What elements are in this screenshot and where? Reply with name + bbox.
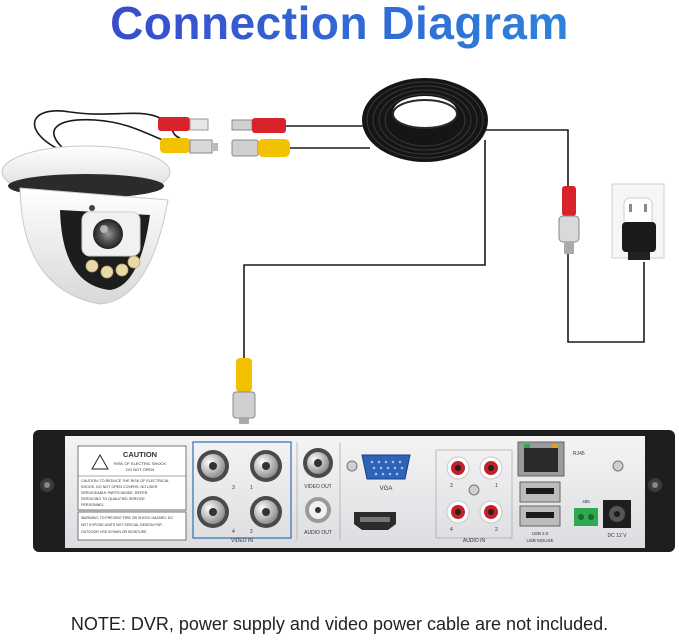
camera-pigtail-wire [33,110,181,151]
audio-in-ports [446,456,503,524]
dvr-labels: CAUTION RISK OF ELECTRIC SHOCK DO NOT OP… [81,450,627,544]
bnc-port-3 [197,450,229,482]
dc-power-port [603,500,631,528]
bnc-port-4 [197,496,229,528]
vga-port [361,454,411,480]
usb-mouse-label: USB MOUSE [526,538,553,543]
audio-in-2 [479,500,503,524]
caution-line-2: SHOCK, DO NOT OPEN COVERS. NO USER [81,485,158,489]
rj45-port [517,441,565,477]
caution-line-1: CAUTION: TO REDUCE THE RISK OF ELECTRICA… [81,479,169,483]
dc-label: DC 12 V [608,533,628,539]
wall-outlet-icon [611,183,665,260]
wiring [33,110,645,360]
ch-label-1: 1 [250,485,253,491]
audio-in-label: AUDIO IN [463,538,486,544]
rs485-terminal [574,508,598,526]
audio-ch-label-3: 3 [450,483,453,489]
audio-in-3 [446,456,470,480]
caution-subtitle-1: RISK OF ELECTRIC SHOCK [114,461,167,466]
caution-subtitle-2: DO NOT OPEN [126,467,154,472]
video-cable-to-dvr [243,140,486,360]
hdmi-port [354,512,396,530]
power-cable-to-adapter [567,240,645,343]
extension-power-connector [231,118,286,133]
usb-ports [519,481,561,527]
power-plug-connector [558,186,580,254]
dvr-back-panel [33,430,675,552]
warning-line-3: OUTDOOR USE IN RAIN OR MOISTURE [81,530,147,534]
caution-title: CAUTION [123,450,157,459]
warning-line-2: NOT EXPOSE UNITS NOT SPECIAL DESIGN FOR [81,523,162,527]
bnc-port-1 [250,450,282,482]
rs485-label: 485 [582,499,590,504]
disclaimer-note: NOTE: DVR, power supply and video power … [70,614,609,634]
audio-out-label: AUDIO OUT [304,530,332,536]
audio-ch-label-4: 4 [450,527,453,533]
audio-ch-label-1: 1 [495,483,498,489]
ch-label-2: 2 [250,529,253,535]
caution-line-4: SERVICING TO QUALIFIED SERVICE [81,497,145,501]
rj45-label: RJ45 [573,451,585,457]
audio-in-1 [479,456,503,480]
warning-line-1: WARNING: TO PREVENT FIRE OR SHOCK HAZARD… [81,516,173,520]
dome-camera-icon [1,145,171,305]
bnc-port-2 [250,496,282,528]
caution-line-5: PERSONNEL. [81,503,105,507]
camera-video-connector [160,138,218,154]
audio-in-4 [446,500,470,524]
vga-label: VGA [380,486,393,492]
video-out-port [303,448,333,478]
usb-label: USB 2.0 [532,531,549,536]
camera-pigtail-wire-2 [53,118,186,151]
ch-label-4: 4 [232,529,235,535]
spool-to-power [475,129,569,190]
video-in-ports [197,450,282,528]
shock-warning-icon [91,453,109,470]
caution-line-3: SERVICEABLE PARTS INSIDE. REFER [81,491,148,495]
audio-ch-label-2: 2 [495,527,498,533]
bnc-cable-connector [232,358,256,424]
camera-power-connector [158,117,209,131]
cable-spool-icon [362,78,488,162]
extension-video-connector [231,139,290,157]
video-out-label: VIDEO OUT [304,484,332,490]
page-title: Connection Diagram [0,0,679,50]
video-in-label: VIDEO IN [231,538,253,544]
ch-label-3: 3 [232,485,235,491]
audio-out-port [305,497,331,523]
